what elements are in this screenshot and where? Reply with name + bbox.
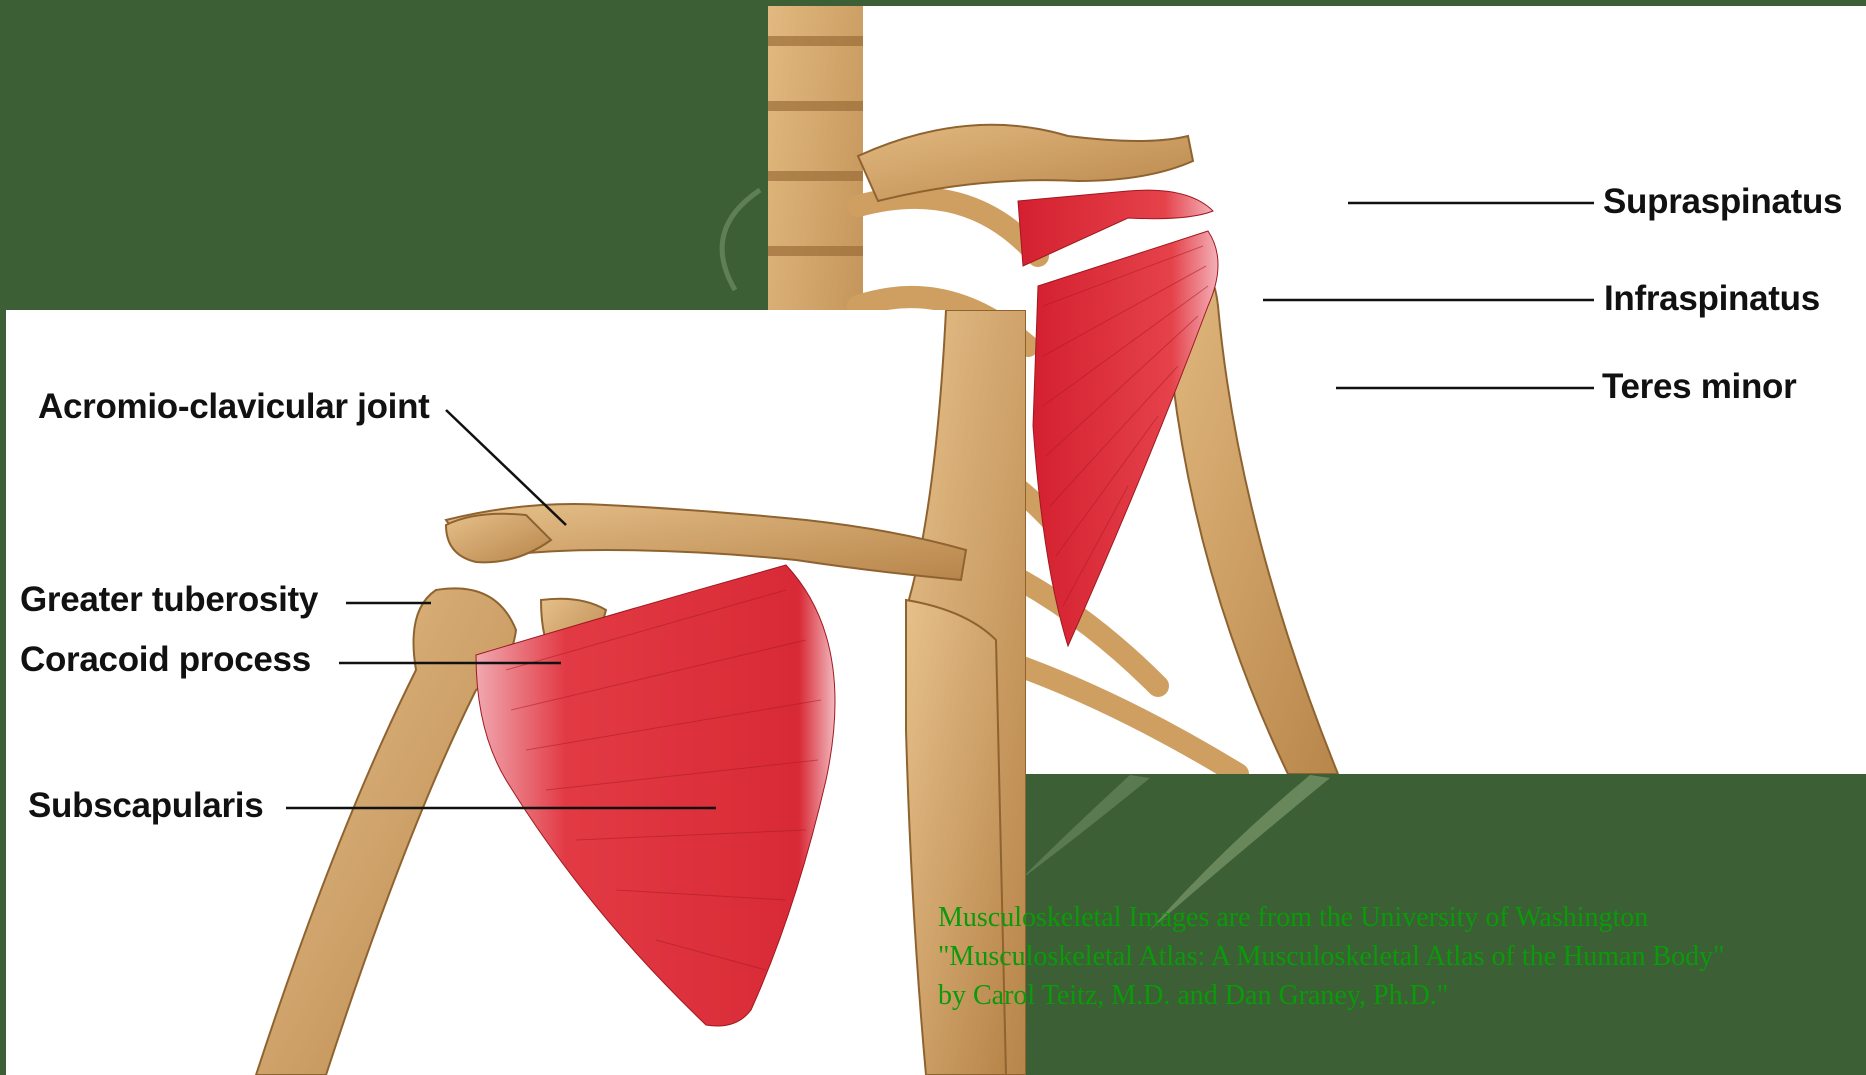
credit-line-3: by Carol Teitz, M.D. and Dan Graney, Ph.…: [938, 976, 1858, 1015]
anterior-shoulder-illustration: Acromio-clavicular joint Greater tuberos…: [6, 310, 1026, 1075]
label-infraspinatus: Infraspinatus: [1604, 279, 1820, 319]
subscapularis-muscle: [476, 565, 835, 1026]
label-greater-tuberosity: Greater tuberosity: [20, 580, 318, 620]
label-supraspinatus: Supraspinatus: [1603, 182, 1842, 222]
credit-line-2: "Musculoskeletal Atlas: A Musculoskeleta…: [938, 937, 1858, 976]
label-teres-minor: Teres minor: [1602, 367, 1796, 407]
label-subscapularis: Subscapularis: [28, 786, 263, 826]
posterior-leader-lines: [1263, 203, 1594, 388]
credit-line-1: Musculoskeletal Images are from the Univ…: [938, 898, 1858, 937]
image-credit: Musculoskeletal Images are from the Univ…: [938, 898, 1858, 1015]
scapular-spine: [858, 125, 1193, 201]
label-coracoid-process: Coracoid process: [20, 640, 311, 680]
label-acromio-clavicular-joint: Acromio-clavicular joint: [38, 387, 430, 427]
